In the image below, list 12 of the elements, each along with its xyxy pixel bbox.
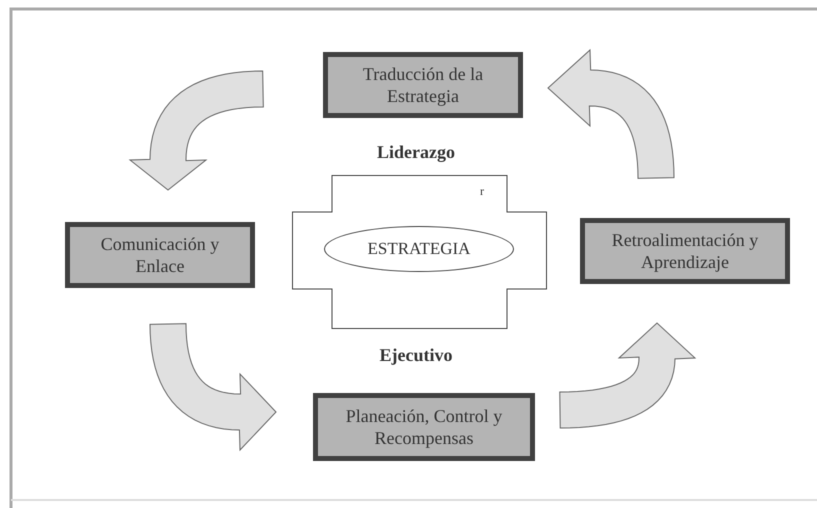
level-label: Liderazgo xyxy=(377,142,455,163)
process-box: Planeación, Control y Recompensas xyxy=(313,393,535,461)
block-arrow xyxy=(559,322,696,428)
process-box: Retroalimentación y Aprendizaje xyxy=(580,218,790,284)
process-box: Comunicación y Enlace xyxy=(65,222,255,288)
block-arrow xyxy=(150,323,277,452)
block-arrow xyxy=(128,70,264,191)
level-label: Ejecutivo xyxy=(380,345,452,366)
mark-label: r xyxy=(480,184,484,199)
cross-shape xyxy=(292,175,547,329)
process-box: Traducción de la Estrategia xyxy=(323,52,523,118)
block-arrow xyxy=(547,48,674,179)
